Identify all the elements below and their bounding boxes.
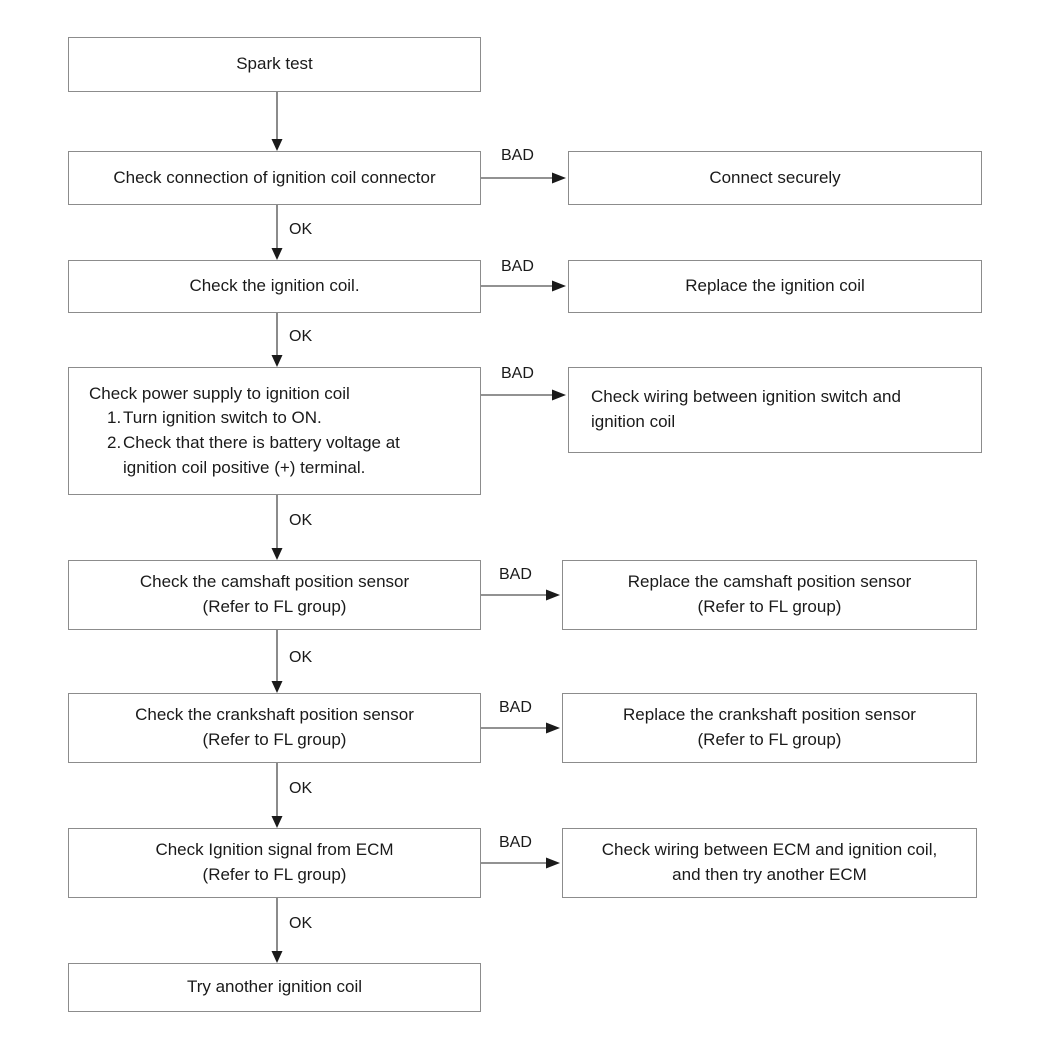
step-number: 2. [107,433,122,452]
node-check-camshaft-sensor[interactable]: Check the camshaft position sensor (Refe… [68,560,481,630]
node-spark-test-label: Spark test [236,54,313,74]
node-check-crankshaft-sensor[interactable]: Check the crankshaft position sensor (Re… [68,693,481,763]
ok-connector-2 [271,205,283,260]
node-check-crankshaft-sensor-label: Check the crankshaft position sensor (Re… [135,705,414,749]
edge-label-ok-2-3: OK [289,221,313,238]
node-check-wiring-ignition-switch-label: Check wiring between ignition switch and… [591,387,901,431]
node-spark-test[interactable]: Spark test [68,37,481,92]
bad-connector-3 [481,280,566,292]
edge-label-bad-5: BAD [499,566,532,583]
edge-label-ok-4-5: OK [289,512,313,529]
node-check-connector[interactable]: Check connection of ignition coil connec… [68,151,481,205]
ok-connector-1 [271,92,283,151]
node-check-ignition-coil[interactable]: Check the ignition coil. [68,260,481,313]
step-text: Check that there is battery voltage at i… [123,433,400,477]
bad-connector-6 [481,722,560,734]
edge-label-bad-2: BAD [501,147,534,164]
ok-connector-6 [271,763,283,828]
node-check-power-supply-title: Check power supply to ignition coil [89,383,350,403]
node-replace-crankshaft-sensor[interactable]: Replace the crankshaft position sensor (… [562,693,977,763]
ok-connector-7 [271,898,283,963]
bad-connector-7 [481,857,560,869]
ok-connector-4 [271,495,283,560]
step-number: 1. [107,408,122,428]
bad-connector-2 [481,172,566,184]
node-check-power-supply[interactable]: Check power supply to ignition coil 1. T… [68,367,481,495]
edge-label-ok-7-8: OK [289,915,313,932]
step-text: Turn ignition switch to ON. [123,408,322,428]
ok-connector-3 [271,313,283,367]
node-try-another-coil[interactable]: Try another ignition coil [68,963,481,1012]
bad-connector-5 [481,589,560,601]
node-check-ignition-signal-ecm[interactable]: Check Ignition signal from ECM (Refer to… [68,828,481,898]
node-check-connector-label: Check connection of ignition coil connec… [113,167,436,187]
edge-label-bad-4: BAD [501,365,534,382]
node-try-another-coil-label: Try another ignition coil [186,977,363,997]
node-check-wiring-ecm-label: Check wiring between ECM and ignition co… [601,840,938,884]
edge-label-ok-6-7: OK [289,780,313,797]
node-connect-securely[interactable]: Connect securely [568,151,982,205]
node-check-wiring-ignition-switch[interactable]: Check wiring between ignition switch and… [568,367,982,453]
node-check-camshaft-sensor-label: Check the camshaft position sensor (Refe… [139,572,410,616]
node-replace-crankshaft-sensor-label: Replace the crankshaft position sensor (… [623,705,916,749]
node-check-ignition-coil-label: Check the ignition coil. [189,276,360,296]
power-supply-step-list: 1. Turn ignition switch to ON. 2. Check … [89,406,400,480]
edge-label-bad-7: BAD [499,834,532,851]
edge-label-ok-3-4: OK [289,328,313,345]
node-replace-ignition-coil-label: Replace the ignition coil [685,276,865,296]
ok-connector-5 [271,630,283,693]
node-replace-camshaft-sensor[interactable]: Replace the camshaft position sensor (Re… [562,560,977,630]
node-replace-ignition-coil[interactable]: Replace the ignition coil [568,260,982,313]
node-connect-securely-label: Connect securely [709,167,841,187]
edge-label-bad-3: BAD [501,258,534,275]
edge-label-bad-6: BAD [499,699,532,716]
node-replace-camshaft-sensor-label: Replace the camshaft position sensor (Re… [627,572,912,616]
node-check-wiring-ecm[interactable]: Check wiring between ECM and ignition co… [562,828,977,898]
edge-label-ok-5-6: OK [289,649,313,666]
list-item: 1. Turn ignition switch to ON. [89,406,400,431]
bad-connector-4 [481,389,566,401]
list-item: 2. Check that there is battery voltage a… [89,431,400,480]
node-check-ignition-signal-ecm-label: Check Ignition signal from ECM (Refer to… [155,840,394,884]
node-check-power-supply-body: Check power supply to ignition coil 1. T… [89,382,400,481]
